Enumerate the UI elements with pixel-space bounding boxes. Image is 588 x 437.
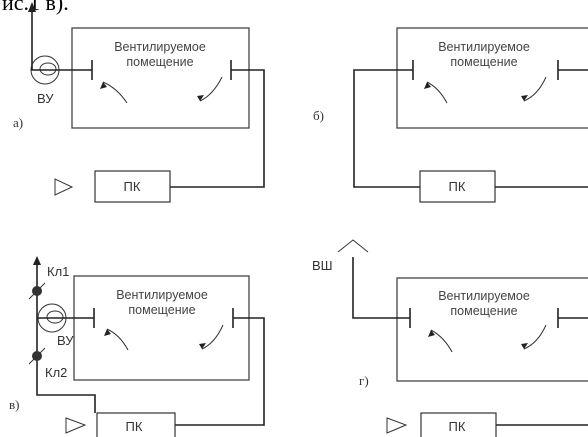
pk-unit-g — [420, 412, 497, 437]
room-label-g-line1: Вентилируемое — [438, 289, 530, 303]
flow-arrowhead-left-g — [428, 330, 435, 337]
room-g — [396, 277, 588, 382]
room-a — [71, 27, 250, 129]
vsh-label: ВШ — [312, 258, 333, 273]
kl2-label: Кл2 — [45, 365, 67, 380]
panel-letter-b: б) — [313, 108, 324, 123]
panel-b: Вентилируемое помещение ПК б) — [313, 27, 588, 203]
fan-rotor-a — [39, 62, 57, 76]
flow-arrowhead-left-a — [100, 82, 107, 89]
room-label-a-line1: Вентилируемое — [114, 40, 206, 54]
exhaust-duct-a — [31, 10, 92, 71]
room-b — [396, 27, 588, 129]
intake-triangle-a — [54, 178, 74, 196]
pk-label-v: ПК — [126, 419, 143, 434]
flow-arrowhead-right-b — [521, 95, 528, 101]
panel-letter-v: в) — [9, 397, 19, 412]
panel-a: Вентилируемое помещение ВУ а) ПК — [13, 2, 265, 203]
shaft-cap-g — [337, 239, 369, 253]
vu-label-v: ВУ — [57, 333, 74, 348]
flow-arrow-right-g — [523, 324, 547, 350]
room-label-b-line2: помещение — [450, 55, 517, 69]
pk-label-b: ПК — [449, 179, 466, 194]
supply-duct-a — [170, 69, 265, 188]
flow-arrowhead-left-v — [104, 329, 111, 336]
pk-unit-v — [96, 412, 176, 437]
flow-arrow-left-b — [426, 81, 448, 104]
exhaust-duct-v — [36, 263, 96, 413]
pk-unit-a — [94, 170, 171, 203]
header-fragment: ис.1 в). — [2, 0, 69, 15]
flow-arrowhead-left-b — [424, 82, 431, 89]
room-label-v-line2: помещение — [128, 303, 195, 317]
valve-kl1-blade — [28, 282, 46, 300]
valve-kl2-blade — [28, 347, 46, 365]
fan-rotor-v — [46, 310, 64, 324]
exhaust-shaft-g — [352, 257, 410, 319]
room-v — [73, 275, 250, 381]
flow-arrow-right-v — [201, 324, 224, 350]
flow-arrow-left-g — [430, 329, 453, 353]
room-label-g-line2: помещение — [450, 304, 517, 318]
room-label-v-line1: Вентилируемое — [116, 288, 208, 302]
exhaust-arrow-a — [28, 2, 36, 12]
panel-letter-a: а) — [13, 115, 23, 130]
vu-label-a: ВУ — [37, 91, 54, 106]
flow-arrowhead-right-a — [197, 95, 204, 101]
intake-triangle-v — [65, 417, 87, 434]
supply-duct-v — [175, 317, 265, 426]
panel-g: Вентилируемое помещение ВШ ПК г) — [312, 239, 588, 437]
pk-label-a: ПК — [124, 179, 141, 194]
panel-letter-g: г) — [359, 373, 369, 388]
flow-arrow-right-a — [199, 76, 223, 102]
room-label-b-line1: Вентилируемое — [438, 40, 530, 54]
pk-label-g: ПК — [449, 419, 466, 434]
flow-arrowhead-right-g — [521, 343, 528, 349]
kl1-label: Кл1 — [47, 264, 69, 279]
exhaust-arrow-v — [33, 256, 41, 265]
flow-arrow-right-b — [523, 76, 547, 102]
flow-arrow-left-v — [106, 328, 129, 351]
room-label-a-line2: помещение — [126, 55, 193, 69]
flow-arrowhead-right-v — [199, 343, 206, 349]
recirc-duct-b — [353, 69, 420, 188]
panel-v: Вентилируемое помещение Кл1 Кл2 ВУ ПК в) — [9, 256, 265, 437]
intake-triangle-g — [386, 417, 408, 434]
pk-unit-b — [419, 170, 496, 203]
flow-arrow-left-a — [102, 81, 128, 104]
